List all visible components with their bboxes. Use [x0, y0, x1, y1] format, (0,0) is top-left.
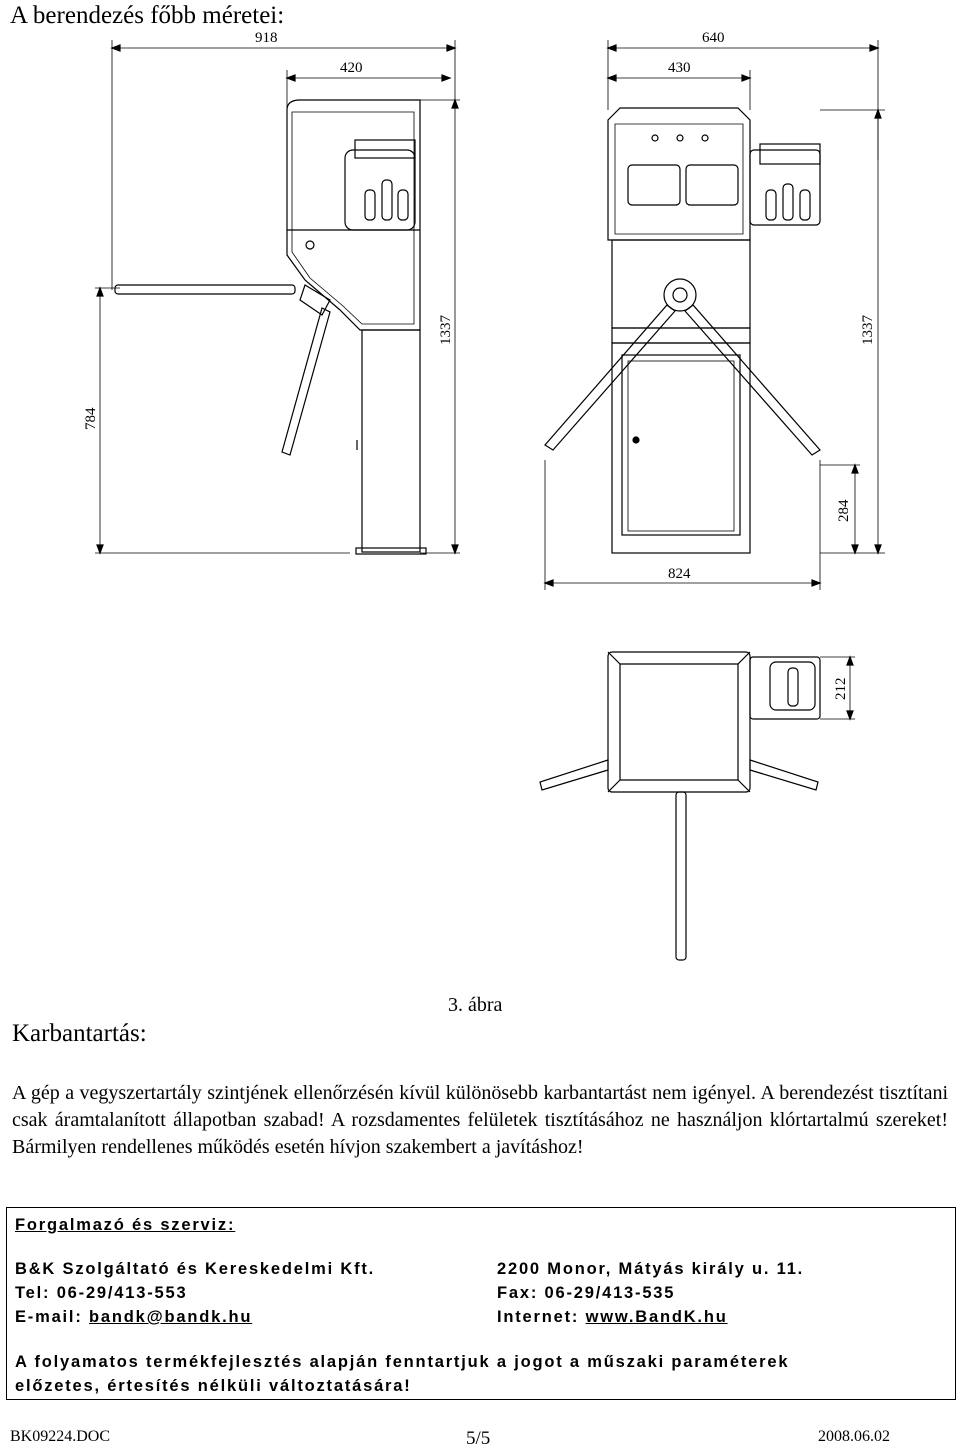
internet-row: Internet: www.BandK.hu [497, 1308, 728, 1327]
top-view: 212 [539, 651, 855, 961]
email-link[interactable]: bandk@bandk.hu [89, 1308, 253, 1326]
dim-front-total-height: 1337 [860, 315, 876, 346]
footer-doc-id: BK09224.DOC [10, 1428, 111, 1445]
internet-label: Internet: [497, 1308, 586, 1326]
dim-front-total-width: 640 [702, 30, 725, 46]
phone: Tel: 06-29/413-553 [15, 1284, 188, 1302]
figure-caption: 3. ábra [448, 994, 503, 1016]
maintenance-text: A gép a vegyszertartály szintjének ellen… [12, 1082, 948, 1158]
contact-box: Forgalmazó és szerviz: B&K Szolgáltató é… [6, 1207, 956, 1400]
dim-front-base-width: 824 [668, 566, 691, 582]
dim-front-base-height: 284 [836, 499, 852, 522]
company-address: 2200 Monor, Mátyás király u. 11. [497, 1260, 805, 1278]
dim-side-total-height: 1337 [438, 315, 454, 346]
notice-line-2: előzetes, értesítés nélküli változtatásá… [15, 1377, 412, 1395]
email-label: E-mail: [15, 1308, 89, 1326]
turnstile-dimension-drawing: 918 420 1337 784 [0, 20, 960, 990]
maintenance-heading: Karbantartás: [12, 1020, 147, 1047]
footer-date: 2008.06.02 [818, 1428, 890, 1445]
fax: Fax: 06-29/413-535 [497, 1284, 676, 1302]
side-view: 918 420 1337 784 [83, 30, 460, 555]
website-link[interactable]: www.BandK.hu [585, 1308, 728, 1326]
page-heading: A berendezés főbb méretei: [10, 2, 285, 29]
footer-page-number: 5/5 [466, 1428, 491, 1449]
company-name: B&K Szolgáltató és Kereskedelmi Kft. [15, 1260, 376, 1278]
notice-line-1: A folyamatos termékfejlesztés alapján fe… [15, 1353, 790, 1371]
dim-top-box-depth: 212 [833, 678, 849, 701]
dim-side-arm-height: 784 [83, 407, 99, 430]
email-row: E-mail: bandk@bandk.hu [15, 1308, 252, 1327]
contact-title: Forgalmazó és szerviz: [15, 1216, 236, 1234]
front-view: 640 430 1337 284 824 [543, 30, 885, 590]
dim-side-top-width: 420 [340, 60, 363, 76]
dim-side-total-width: 918 [255, 30, 278, 46]
dim-front-body-width: 430 [668, 60, 691, 76]
